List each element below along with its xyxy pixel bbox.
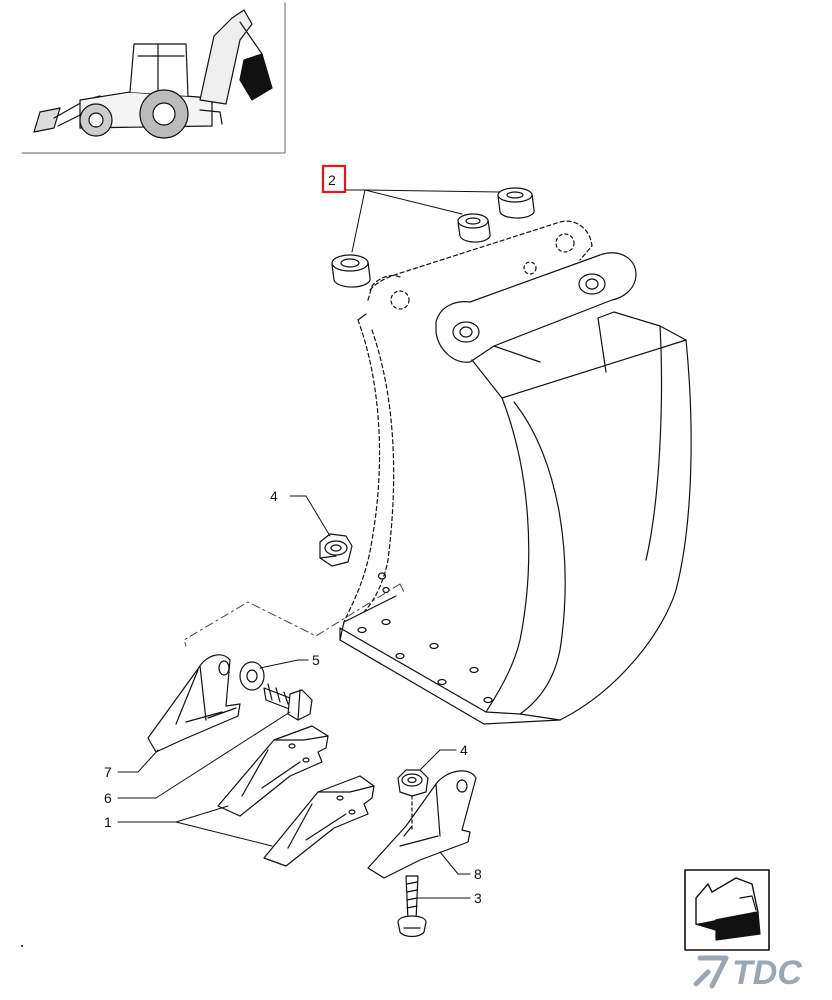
orientation-arrow-icon [684, 869, 770, 951]
callout-4-lower[interactable]: 4 [460, 742, 468, 758]
bushing-2 [457, 213, 491, 243]
bushing-3 [497, 187, 535, 219]
leader-line-4b [419, 749, 457, 771]
tooth-1b [263, 775, 375, 867]
callout-5[interactable]: 5 [312, 652, 320, 668]
callout-2-highlight [321, 164, 347, 194]
callout-4-upper[interactable]: 4 [270, 488, 278, 504]
washer-5 [239, 661, 265, 691]
leader-lines-lower-left [117, 711, 291, 847]
excavator-bucket [339, 220, 692, 725]
nut-lower [397, 769, 429, 831]
corner-dot [21, 945, 23, 947]
assembly-dashed-line [183, 583, 405, 647]
callout-6[interactable]: 6 [104, 790, 112, 806]
tooth-1a [217, 725, 329, 817]
screw-3 [397, 875, 427, 938]
leader-lines-2 [345, 189, 501, 253]
callout-7[interactable]: 7 [104, 764, 112, 780]
backhoe-loader-thumbnail [21, 2, 286, 154]
side-cutter-8 [367, 770, 477, 879]
callout-1[interactable]: 1 [104, 814, 112, 830]
callout-2[interactable]: 2 [328, 172, 336, 188]
nut-upper [319, 533, 353, 567]
bolt-6 [263, 683, 313, 721]
callout-8[interactable]: 8 [474, 866, 482, 882]
tdc-watermark: TDC [732, 954, 802, 992]
tooth-adapter-7 [147, 654, 241, 753]
leader-line-4a [289, 495, 331, 537]
tdc-logo-icon [693, 955, 729, 989]
bushing-group [331, 187, 535, 288]
leader-lines-8-3 [417, 851, 471, 899]
leader-line-5 [259, 659, 309, 669]
callout-3[interactable]: 3 [474, 890, 482, 906]
bushing-1 [331, 254, 371, 288]
